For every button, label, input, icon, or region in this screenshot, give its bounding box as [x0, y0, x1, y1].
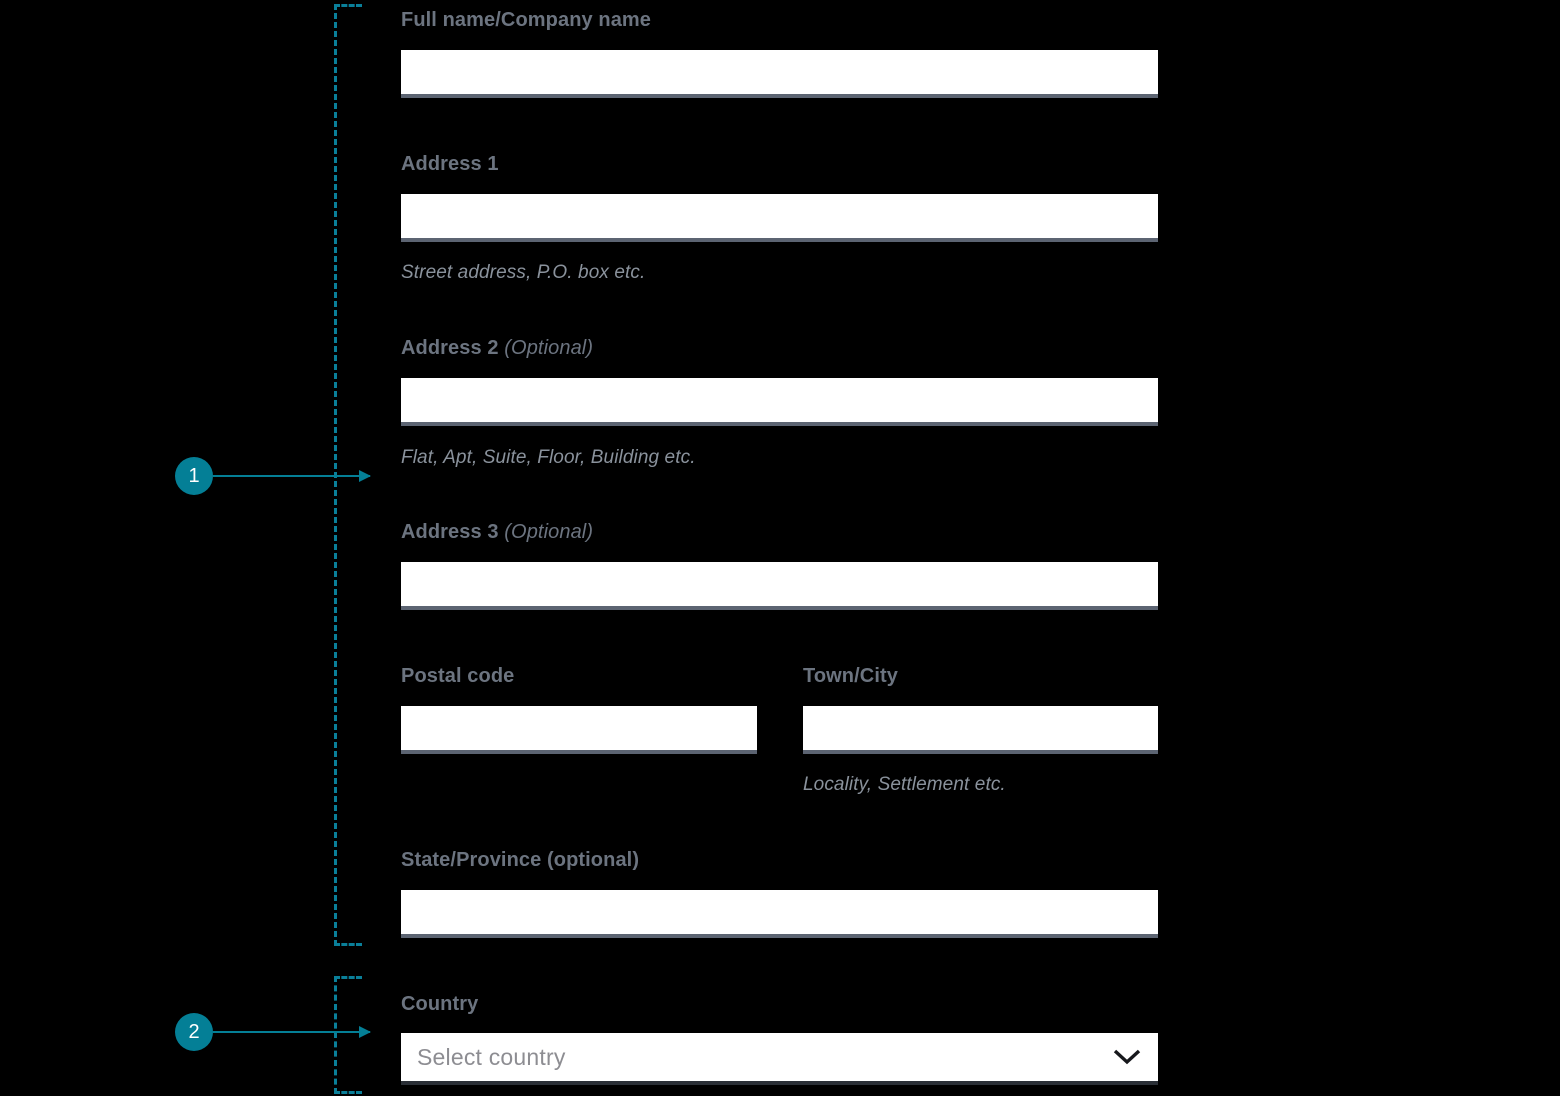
label-full-name: Full name/Company name	[401, 9, 652, 31]
callout-number-1: 1	[175, 457, 213, 495]
label-country: Country	[401, 993, 479, 1015]
label-state-province: State/Province (optional)	[401, 849, 640, 871]
label-address-3-text: Address 3	[401, 521, 499, 543]
select-country[interactable]: Select country	[401, 1033, 1158, 1085]
input-address-3[interactable]	[401, 562, 1158, 610]
hint-address-2: Flat, Apt, Suite, Floor, Building etc.	[401, 447, 696, 468]
hint-town-city: Locality, Settlement etc.	[803, 774, 1006, 795]
callout-number-2: 2	[175, 1013, 213, 1051]
input-state-province[interactable]	[401, 890, 1158, 938]
input-address-1[interactable]	[401, 194, 1158, 242]
label-postal-code: Postal code	[401, 665, 515, 687]
label-address-2-text: Address 2	[401, 337, 499, 359]
callout-arrow-2-icon	[213, 1031, 370, 1033]
annotation-region-country	[334, 976, 362, 1094]
label-address-2: Address 2 (Optional)	[401, 337, 593, 360]
input-town-city[interactable]	[803, 706, 1158, 754]
label-town-city: Town/City	[803, 665, 898, 687]
hint-address-1: Street address, P.O. box etc.	[401, 262, 646, 283]
select-country-value: Select country	[417, 1043, 566, 1070]
label-address-2-optional: (Optional)	[504, 337, 594, 359]
label-address-1: Address 1	[401, 153, 499, 175]
input-postal-code[interactable]	[401, 706, 757, 754]
input-full-name[interactable]	[401, 50, 1158, 98]
callout-marker-2: 2	[175, 1013, 370, 1051]
callout-marker-1: 1	[175, 457, 370, 495]
label-address-3: Address 3 (Optional)	[401, 521, 593, 544]
label-address-3-optional: (Optional)	[504, 521, 594, 543]
input-address-2[interactable]	[401, 378, 1158, 426]
callout-arrow-1-icon	[213, 475, 370, 477]
chevron-down-icon	[1112, 1042, 1142, 1072]
